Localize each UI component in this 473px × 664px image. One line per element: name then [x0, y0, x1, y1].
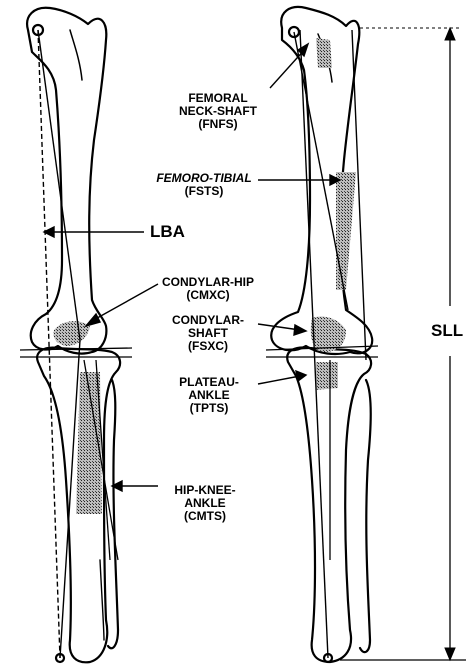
label-hip-knee-ankle: HIP-KNEE- ANKLE (CMTS) — [160, 484, 250, 523]
label-plateau-ankle: PLATEAU- ANKLE (TPTS) — [164, 376, 254, 415]
left-femur-outline — [27, 8, 106, 354]
label-cmxc-abbr: (CMXC) — [152, 289, 264, 302]
right-shading — [311, 38, 356, 390]
label-tpts-abbr: (TPTS) — [164, 402, 254, 415]
right-tibia-outline — [287, 348, 371, 662]
label-condylar-shaft: CONDYLAR- SHAFT (FSXC) — [158, 314, 258, 353]
label-femoro-tibial: FEMORO-TIBIAL (FSTS) — [150, 172, 258, 198]
label-lba: LBA — [150, 223, 185, 241]
label-condylar-hip: CONDYLAR-HIP (CMXC) — [152, 276, 264, 302]
label-cmts-abbr: (CMTS) — [160, 510, 250, 523]
label-sll: SLL — [430, 322, 464, 340]
left-fibula-outline — [108, 380, 118, 648]
label-fsxc-abbr: (FSXC) — [158, 340, 258, 353]
right-fibula-outline — [360, 380, 371, 652]
label-fsts-abbr: (FSTS) — [150, 185, 258, 198]
label-fnfs-abbr: (FNFS) — [168, 118, 268, 131]
label-femoral-neck-shaft: FEMORAL NECK-SHAFT (FNFS) — [168, 92, 268, 131]
sll-dimension — [340, 28, 466, 660]
